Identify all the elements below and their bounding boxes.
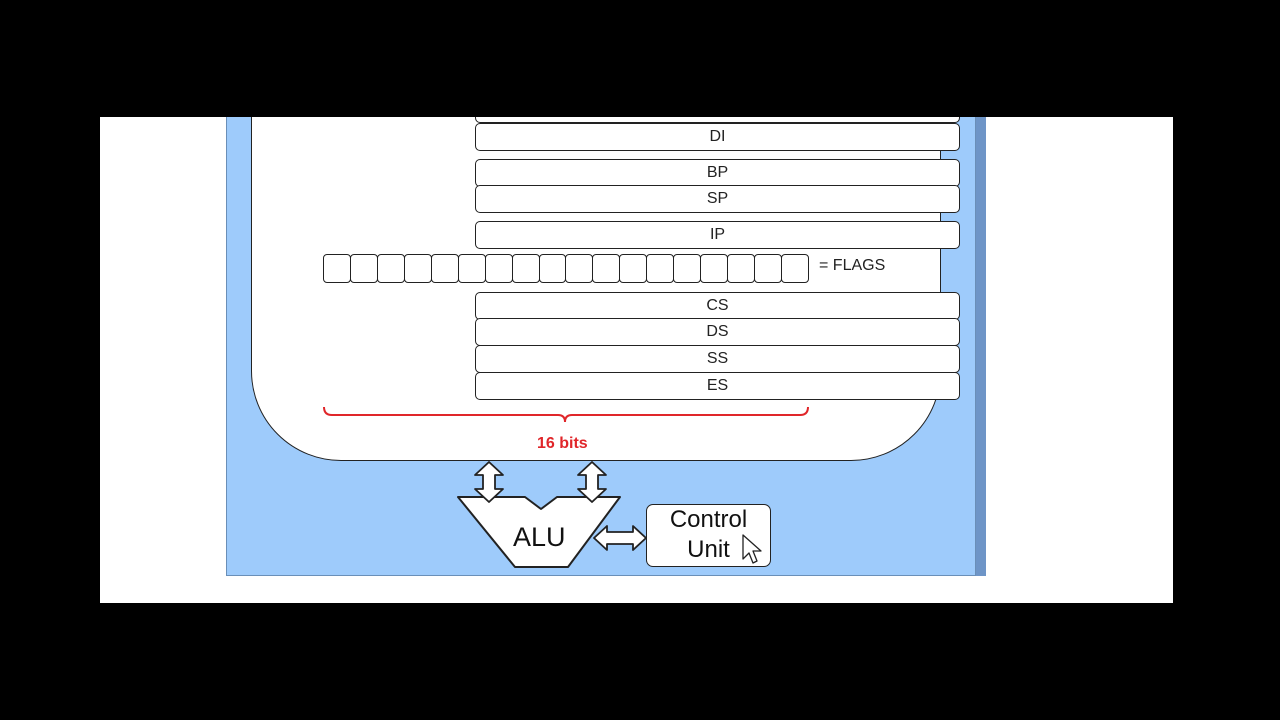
register-bp-label: BP xyxy=(706,164,729,181)
bit-width-label: 16 bits xyxy=(537,435,588,452)
flag-bit xyxy=(673,254,702,283)
mouse-cursor-icon xyxy=(742,534,762,564)
flag-bit xyxy=(403,254,432,283)
slide: DI BP SP IP CS DS SS ES = FLAGS xyxy=(100,117,1173,603)
alu-label: ALU xyxy=(513,522,566,552)
flags-label: = FLAGS xyxy=(819,257,886,274)
register-cs: CS xyxy=(475,292,960,320)
bus-arrow-left-icon xyxy=(474,461,504,503)
control-unit-line2: Unit xyxy=(687,536,730,563)
register-di-label: DI xyxy=(709,128,726,145)
cpu-panel-side xyxy=(976,117,986,576)
flags-register xyxy=(323,254,809,283)
register-file: DI BP SP IP CS DS SS ES xyxy=(251,117,960,461)
cursor-overlay xyxy=(742,534,762,564)
control-unit-box: Control Unit xyxy=(646,504,771,567)
register-ds: DS xyxy=(475,318,960,346)
register-ip-label: IP xyxy=(709,226,726,243)
flag-bit xyxy=(780,254,809,283)
bits-brace-icon xyxy=(323,406,809,423)
register-sp-label: SP xyxy=(706,190,729,207)
register-ds-label: DS xyxy=(706,323,729,340)
control-unit-line1: Control xyxy=(669,506,748,533)
bus-arrow-right-icon xyxy=(577,461,607,503)
flag-bit xyxy=(646,254,675,283)
register-sp: SP xyxy=(475,185,960,213)
register-ip: IP xyxy=(475,221,960,249)
flag-bit xyxy=(700,254,729,283)
flag-bit xyxy=(430,254,459,283)
register-cs-label: CS xyxy=(706,297,729,314)
flag-bit xyxy=(727,254,755,283)
diagram-overlay xyxy=(323,406,809,568)
flag-bit xyxy=(754,254,782,283)
register-es: ES xyxy=(475,372,960,400)
flag-bit xyxy=(511,254,540,283)
flag-bit xyxy=(538,254,567,283)
register-es-label: ES xyxy=(706,377,729,394)
register-partial xyxy=(475,117,960,123)
flag-bit xyxy=(484,254,513,283)
register-ss-label: SS xyxy=(706,350,729,367)
register-di: DI xyxy=(475,123,960,151)
